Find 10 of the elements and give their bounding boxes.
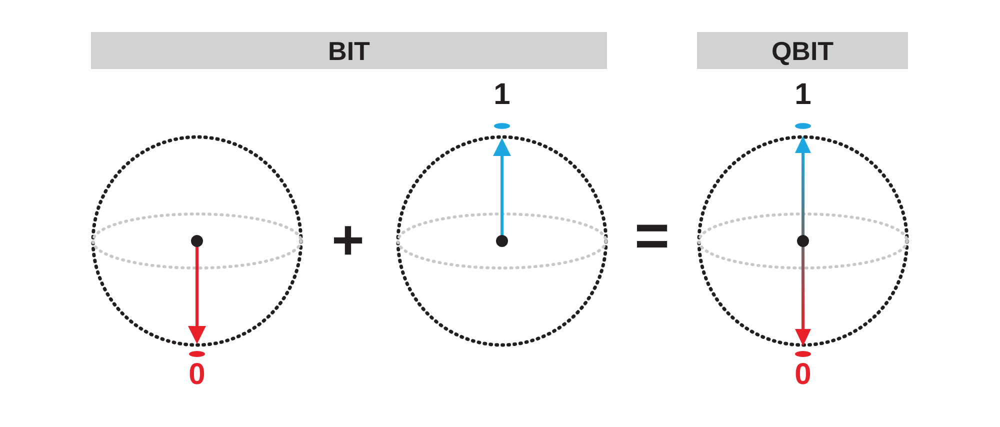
equals-sign: = — [633, 206, 671, 266]
state-label: 1 — [794, 80, 812, 110]
plus-sign: + — [330, 212, 366, 268]
header-text: BIT — [328, 38, 370, 64]
header-text: QBIT — [771, 38, 834, 64]
state-label: 0 — [188, 360, 206, 390]
header-band — [91, 32, 607, 69]
header-band — [697, 32, 908, 69]
state-label: 1 — [492, 80, 512, 110]
state-label: 0 — [794, 360, 812, 390]
